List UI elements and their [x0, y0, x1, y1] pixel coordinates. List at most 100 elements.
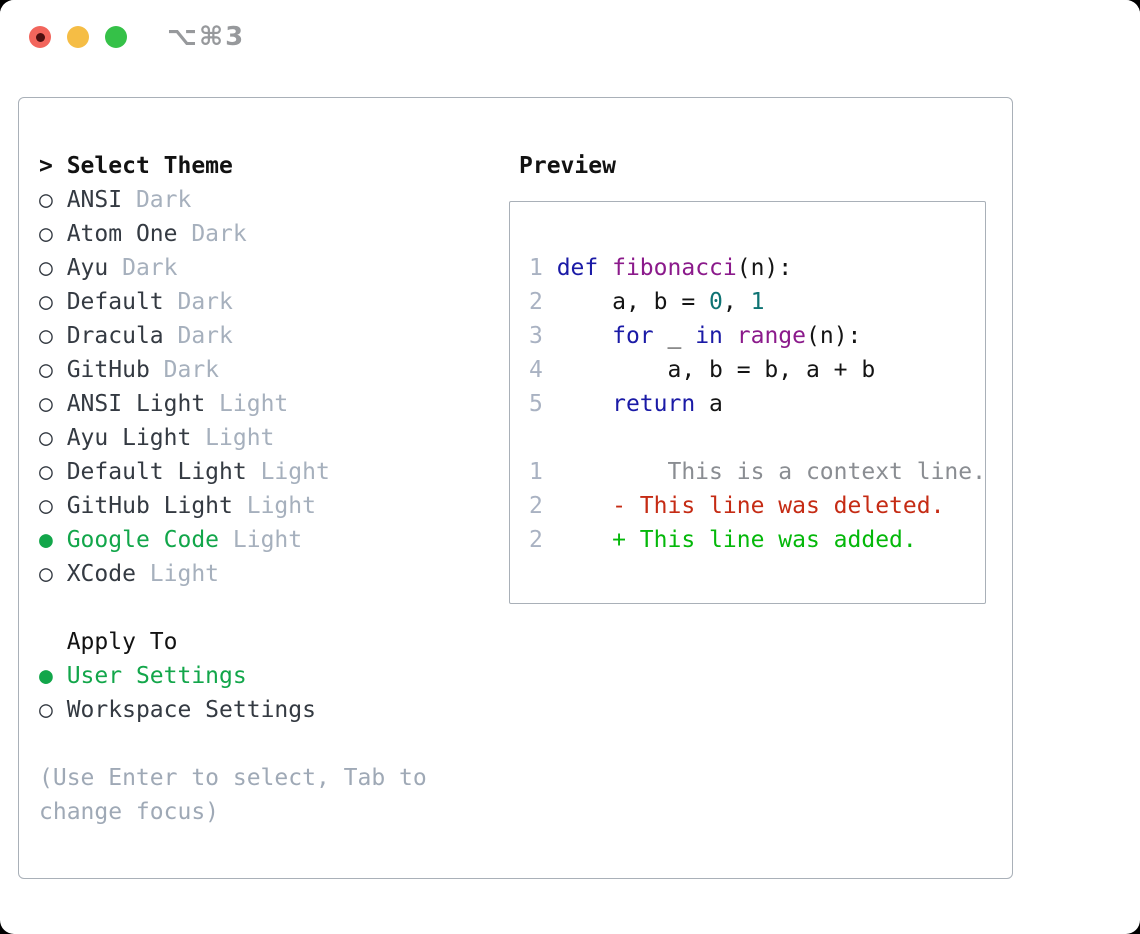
apply-to-header: Apply To [66, 629, 178, 655]
line-number: 5 [529, 391, 543, 417]
theme-item-atom-one[interactable]: ○ Atom One Dark [39, 217, 427, 251]
diff-preview: 1 This is a context line.2 - This line w… [529, 455, 986, 557]
code-token: , [722, 289, 751, 315]
code-line-1: 1 def fibonacci(n): [529, 251, 985, 285]
diff-context-text: This is a context line. [556, 459, 986, 485]
diff-line-context: 1 This is a context line. [529, 455, 986, 489]
apply-option-workspace-settings[interactable]: ○ Workspace Settings [39, 693, 427, 727]
diff-minus-marker: - [556, 493, 640, 519]
radio-unselected-icon: ○ [39, 391, 53, 417]
help-line-2: change focus) [39, 799, 220, 825]
item-label: XCode [66, 561, 136, 587]
help-text: (Use Enter to select, Tab to change focu… [39, 761, 427, 829]
item-label: Dracula [66, 323, 164, 349]
item-label: GitHub [66, 357, 150, 383]
item-label: Ayu Light [66, 425, 192, 451]
maximize-button[interactable] [105, 26, 127, 48]
radio-unselected-icon: ○ [39, 289, 53, 315]
item-label: ANSI [66, 187, 123, 213]
code-line-4: 4 a, b = b, a + b [529, 353, 985, 387]
code-token: range [736, 323, 806, 349]
radio-unselected-icon: ○ [39, 323, 53, 349]
code-token: in [695, 323, 723, 349]
diff-deleted-text: This line was deleted. [639, 493, 945, 519]
radio-unselected-icon: ○ [39, 697, 53, 723]
theme-item-xcode[interactable]: ○ XCode Light [39, 557, 427, 591]
code-token [723, 323, 737, 349]
code-token: a [695, 391, 723, 417]
line-number: 2 [529, 493, 543, 519]
item-label: Default Light [66, 459, 247, 485]
item-label: GitHub Light [66, 493, 233, 519]
radio-unselected-icon: ○ [39, 459, 53, 485]
item-label: Workspace Settings [66, 697, 316, 723]
variant-tag: Dark [163, 357, 220, 383]
code-token: def [556, 255, 599, 281]
variant-tag: Light [149, 561, 220, 587]
diff-line-added: 2 + This line was added. [529, 523, 985, 557]
variant-tag: Light [260, 459, 330, 485]
variant-tag: Dark [122, 255, 178, 281]
variant-tag: Dark [177, 323, 233, 349]
variant-tag: Dark [191, 221, 247, 247]
theme-item-ayu[interactable]: ○ Ayu Dark [39, 251, 427, 285]
code-line-2: 2 a, b = 0, 1 [529, 285, 985, 319]
variant-tag: Light [246, 493, 316, 519]
code-token: return [612, 391, 696, 417]
line-number: 1 [529, 255, 543, 281]
item-label: ANSI Light [66, 391, 206, 417]
radio-unselected-icon: ○ [39, 221, 53, 247]
theme-item-github-light[interactable]: ○ GitHub Light Light [39, 489, 427, 523]
code-token: fibonacci [612, 255, 737, 281]
titlebar: ⌥⌘3 [0, 0, 1140, 74]
code-token [557, 323, 612, 349]
window-title: ⌥⌘3 [167, 22, 246, 52]
theme-item-default-light[interactable]: ○ Default Light Light [39, 455, 427, 489]
focus-caret-icon: > [39, 153, 53, 179]
radio-unselected-icon: ○ [39, 493, 53, 519]
radio-unselected-icon: ○ [39, 561, 53, 587]
variant-tag: Dark [177, 289, 233, 315]
radio-unselected-icon: ○ [39, 187, 53, 213]
apply-to-section: Apply To ●User Settings ○ Workspace Settin… [39, 625, 427, 727]
code-line-5: 5 return a [529, 387, 985, 421]
code-token: a, b = b, a + b [556, 357, 876, 383]
radio-selected-icon: ● [39, 663, 53, 689]
select-theme-header: > Select Theme [39, 149, 427, 183]
item-label: Ayu [66, 255, 109, 281]
code-token: _ [653, 323, 696, 349]
variant-tag: Dark [135, 187, 192, 213]
minimize-button[interactable] [67, 26, 89, 48]
select-theme-label: Select Theme [66, 153, 233, 179]
theme-item-dracula[interactable]: ○ Dracula Dark [39, 319, 427, 353]
code-token: (n): [736, 255, 793, 281]
line-number: 2 [529, 527, 543, 553]
theme-item-default[interactable]: ○ Default Dark [39, 285, 427, 319]
code-token [598, 255, 612, 281]
radio-unselected-icon: ○ [39, 255, 53, 281]
code-token: 1 [750, 289, 765, 315]
line-number: 2 [529, 289, 543, 315]
close-button[interactable] [29, 26, 51, 48]
line-number: 1 [529, 459, 543, 485]
variant-tag: Light [205, 425, 275, 451]
code-token: (n): [806, 323, 862, 349]
apply-option-user-settings[interactable]: ●User Settings [39, 659, 427, 693]
item-label: Default [66, 289, 164, 315]
diff-line-deleted: 2 - This line was deleted. [529, 489, 985, 523]
item-label: Atom One [66, 221, 178, 247]
item-label: Google Code [66, 527, 220, 553]
variant-tag: Light [219, 391, 289, 417]
code-token: 0 [709, 289, 723, 315]
close-dot-icon [35, 32, 45, 42]
theme-item-ansi-light[interactable]: ○ ANSI Light Light [39, 387, 427, 421]
theme-item-ansi[interactable]: ○ ANSI Dark [39, 183, 427, 217]
